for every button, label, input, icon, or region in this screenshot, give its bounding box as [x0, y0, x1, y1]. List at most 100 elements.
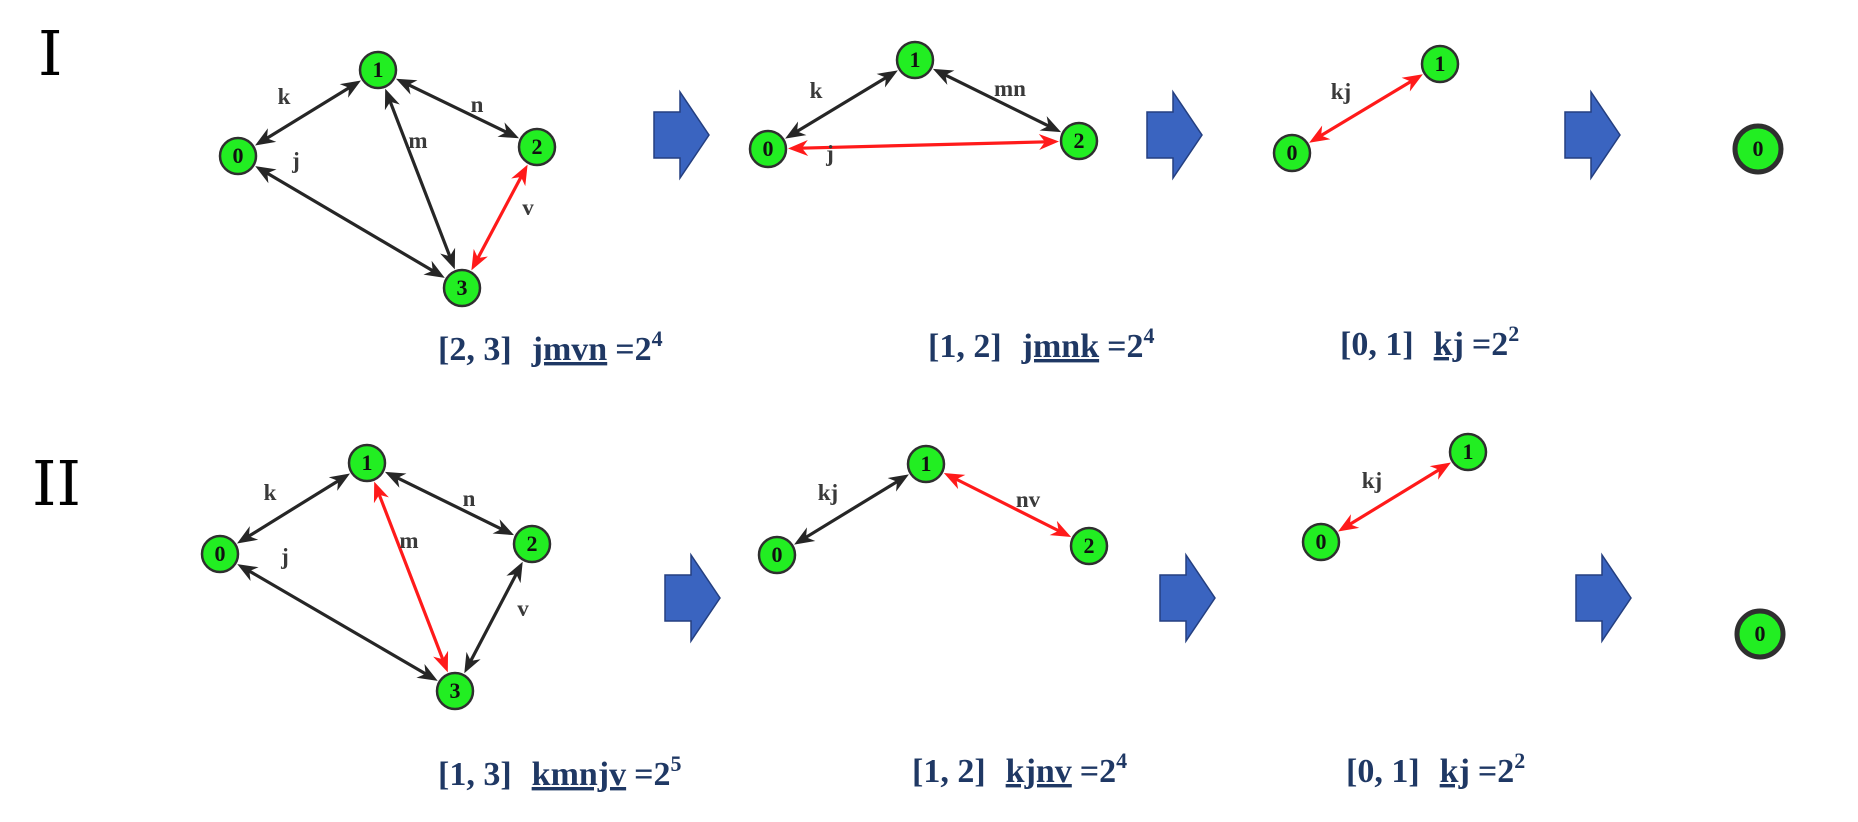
node-3: 3 [435, 671, 475, 711]
node-label: 3 [457, 275, 468, 300]
node-0: 0 [1272, 133, 1312, 173]
step-caption: [1, 3]kmnjv=25 [438, 751, 682, 793]
node-circle [442, 268, 482, 308]
edge-line [1318, 79, 1414, 138]
caption-exponent: 4 [1116, 748, 1127, 773]
edge-line [475, 174, 524, 261]
edge-arrowhead [1038, 134, 1060, 151]
edge-arrowhead [384, 88, 400, 111]
edge-label: kj [1331, 79, 1351, 104]
edge-label: nv [1016, 487, 1041, 512]
step-caption: [1, 2]kjnv=24 [912, 748, 1127, 790]
caption-exponent: 2 [1508, 321, 1519, 346]
edge-label: v [517, 596, 529, 621]
node-0: 0 [1734, 608, 1786, 660]
edge-arrowhead [932, 68, 955, 85]
node-label: 0 [215, 541, 226, 566]
node-label: 1 [1435, 51, 1446, 76]
edge-nv [943, 472, 1072, 538]
edge-arrowhead [471, 248, 488, 271]
caption-interval: [0, 1] [1340, 326, 1414, 363]
edge-label: k [810, 78, 823, 103]
edge-m [384, 88, 456, 270]
node-circle [358, 50, 398, 90]
edge-label: j [280, 544, 289, 569]
edge-line [794, 75, 889, 134]
caption-interval: [1, 3] [438, 756, 512, 793]
step-arrow-icon [1575, 552, 1632, 644]
node-2: 2 [517, 127, 557, 167]
edge-line [377, 492, 445, 662]
node-circle [1301, 522, 1341, 562]
node-circle [1448, 432, 1488, 472]
edge-line [388, 99, 452, 259]
edge-arrowhead [237, 564, 259, 582]
edge-arrowhead [339, 80, 361, 98]
edge-line [942, 72, 1052, 129]
edge-line [264, 85, 352, 141]
node-1: 1 [906, 444, 946, 484]
edge-k [255, 80, 361, 146]
node-0: 0 [748, 129, 788, 169]
edge-arrowhead [794, 527, 816, 545]
node-label: 1 [362, 450, 373, 475]
edge-line [406, 82, 509, 135]
row-label: II [32, 447, 81, 520]
node-circle [906, 444, 946, 484]
edge-arrowhead [887, 474, 909, 492]
edge-label: m [399, 528, 418, 553]
edge-arrowhead [433, 650, 449, 673]
edge-k [785, 70, 898, 139]
caption-word: jmnk [1021, 328, 1100, 365]
node-3: 3 [442, 268, 482, 308]
step-arrow-icon [1146, 89, 1203, 181]
step-caption: [0, 1]kj=22 [1340, 321, 1519, 363]
edge-line [953, 476, 1062, 534]
edge-arrowhead [464, 651, 481, 674]
caption-base: =2 [1107, 328, 1143, 365]
caption-base: =2 [1080, 753, 1116, 790]
node-circle [347, 443, 387, 483]
node-0: 0 [1301, 522, 1341, 562]
node-label: 0 [772, 542, 783, 567]
node-label: 0 [1316, 529, 1327, 554]
edge-kj [1338, 462, 1451, 532]
edge-label: n [463, 486, 476, 511]
node-label: 2 [1084, 533, 1095, 558]
edge-m [373, 481, 449, 673]
edge-mn [932, 68, 1062, 133]
step-caption: [0, 1]kj=22 [1346, 748, 1525, 790]
node-circle [1272, 133, 1312, 173]
node-label: 2 [1074, 128, 1085, 153]
row-label: I [38, 17, 63, 90]
edge-arrowhead [423, 260, 445, 278]
node-0: 0 [200, 534, 240, 574]
edge-line [1347, 467, 1442, 527]
edge-line [246, 478, 341, 539]
edge-line [264, 170, 436, 274]
edge-label: j [825, 141, 834, 166]
edge-arrowhead [497, 122, 519, 139]
edge-arrowhead [373, 481, 389, 504]
edge-line [803, 479, 900, 540]
edge-kj [1309, 74, 1423, 143]
caption-word: kj [1434, 326, 1464, 363]
caption-base: =2 [615, 331, 651, 368]
step-caption: [2, 3]jmvn=24 [438, 326, 663, 368]
node-circle [1069, 526, 1109, 566]
edge-arrowhead [1338, 514, 1360, 532]
node-label: 0 [763, 136, 774, 161]
node-circle [748, 129, 788, 169]
node-label: 0 [233, 143, 244, 168]
edge-line [799, 140, 1048, 150]
node-label: 0 [1287, 140, 1298, 165]
step-caption: [1, 2]jmnk=24 [928, 323, 1155, 365]
edge-arrowhead [1401, 74, 1423, 92]
edge-arrowhead [384, 471, 407, 488]
edge-v [464, 561, 523, 674]
step-arrow-icon [653, 89, 710, 181]
node-1: 1 [895, 40, 935, 80]
edge-label: j [291, 148, 300, 173]
node-2: 2 [1059, 121, 1099, 161]
edge-kj [794, 474, 909, 545]
